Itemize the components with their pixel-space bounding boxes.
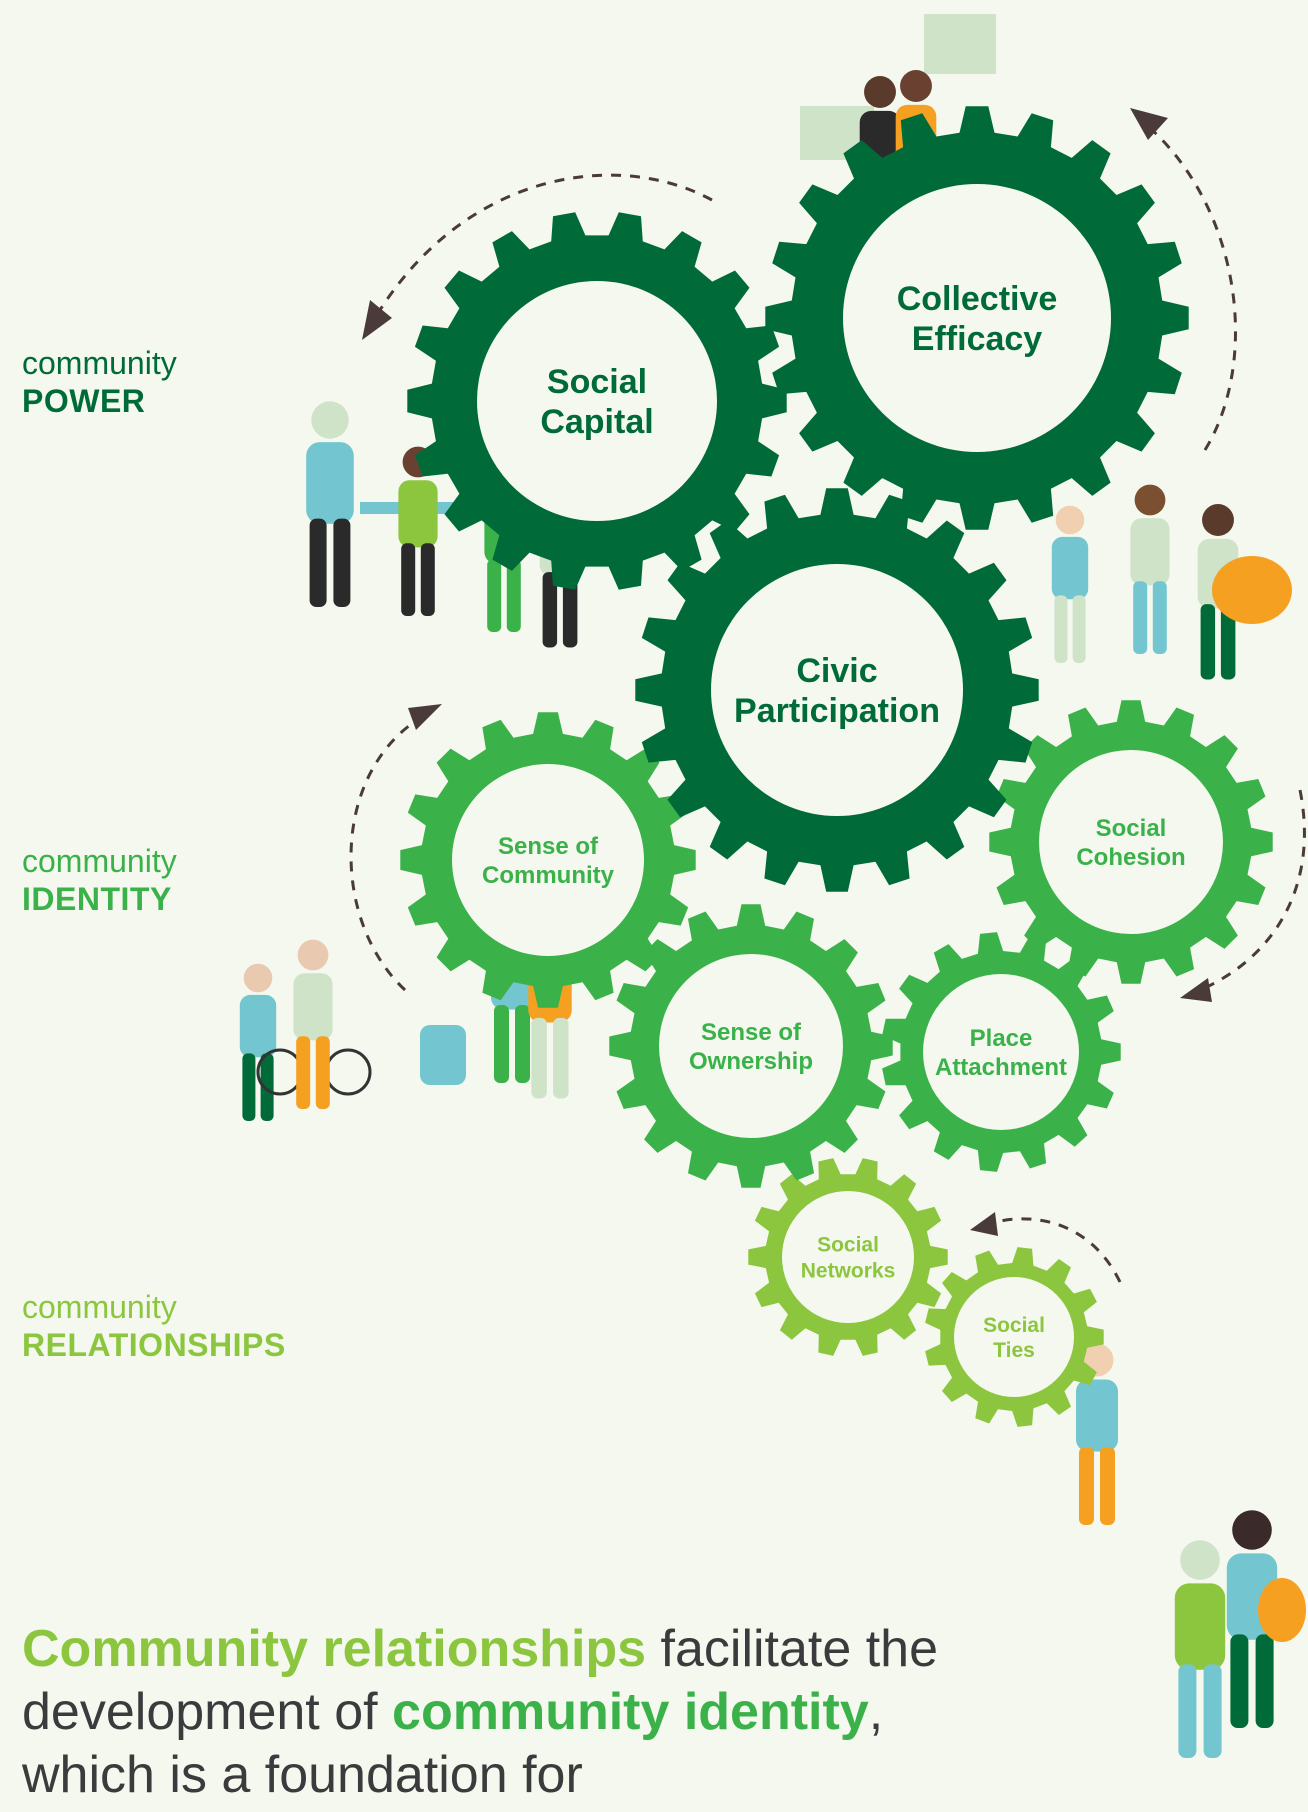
gear-civic-participation-hub xyxy=(711,564,963,816)
stroller xyxy=(420,1025,466,1085)
gear-social-networks-label-0: Social xyxy=(817,1233,879,1256)
gear-sense-of-ownership-label-1: Ownership xyxy=(689,1048,813,1075)
gear-place-attachment-hub xyxy=(923,974,1079,1130)
gear-social-cohesion-hub xyxy=(1039,750,1223,934)
caption-relationships: Community relationships xyxy=(22,1620,647,1678)
gear-sense-of-community-label-1: Community xyxy=(482,862,615,889)
arrow-power-right-head-icon xyxy=(1130,108,1168,140)
trash-bag xyxy=(1212,556,1292,624)
backpack xyxy=(1258,1578,1306,1642)
gear-civic-participation-label-1: Participation xyxy=(734,692,940,730)
person-couple-1 xyxy=(1174,1540,1226,1758)
arrow-relationships xyxy=(970,1212,1122,1283)
protest-sign-1 xyxy=(924,14,996,74)
person-wheelchair xyxy=(293,939,333,1109)
gear-social-cohesion-label-0: Social xyxy=(1096,815,1167,842)
gear-social-networks-hub xyxy=(782,1191,914,1323)
cycle-arrows xyxy=(349,108,1306,1283)
gears-layer: SocialTiesSocialNetworksPlaceAttachmentS… xyxy=(400,106,1273,1427)
gear-collective-efficacy-hub xyxy=(843,184,1111,452)
gear-social-ties-label-0: Social xyxy=(983,1314,1045,1337)
gear-social-ties-label-1: Ties xyxy=(993,1339,1035,1362)
gear-collective-efficacy-label-1: Efficacy xyxy=(912,320,1042,358)
arrow-identity-left-head-icon xyxy=(408,704,442,730)
level-relationships-big: RELATIONSHIPS xyxy=(22,1327,286,1364)
gear-civic-participation-label-0: Civic xyxy=(796,652,877,690)
arrow-power-right xyxy=(1130,108,1237,451)
caption-text: Community relationships facilitate the d… xyxy=(22,1618,1022,1807)
gear-sense-of-community-hub xyxy=(452,764,644,956)
wheelchair-wheel-icon xyxy=(324,1048,372,1096)
person-elder xyxy=(306,401,354,607)
arrow-relationships-head-icon xyxy=(970,1212,998,1236)
caption-connector-1: facilitate the development of xyxy=(22,1620,939,1741)
gear-social-capital-label-1: Capital xyxy=(540,403,653,441)
level-label-power: community POWER xyxy=(22,344,177,421)
gear-social-ties-hub xyxy=(954,1277,1074,1397)
gear-social-networks-label-1: Networks xyxy=(801,1259,896,1282)
gear-collective-efficacy-label-0: Collective xyxy=(897,280,1058,318)
caption-connector-2: , which is a foundation for xyxy=(22,1683,884,1804)
level-power-small: community xyxy=(22,345,177,381)
arrow-identity-right xyxy=(1180,789,1306,1002)
gear-social-capital-label-0: Social xyxy=(547,363,647,401)
level-power-big: POWER xyxy=(22,383,146,420)
gear-sense-of-community-label-0: Sense of xyxy=(498,833,599,860)
arrow-identity-right-head-icon xyxy=(1180,978,1212,1002)
person-child xyxy=(239,963,277,1121)
gear-sense-of-ownership-label-0: Sense of xyxy=(701,1019,802,1046)
level-relationships-small: community xyxy=(22,1289,177,1325)
arrow-power-left-head-icon xyxy=(362,300,392,340)
people-illustrations xyxy=(239,14,1306,1758)
gear-place-attachment-label-0: Place xyxy=(970,1025,1033,1052)
person-cleanup-2 xyxy=(1130,484,1170,654)
gear-place-attachment-label-1: Attachment xyxy=(935,1054,1067,1081)
level-identity-small: community xyxy=(22,843,177,879)
gear-social-capital-hub xyxy=(477,281,717,521)
caption-identity: community identity xyxy=(392,1683,869,1741)
arrow-identity-left xyxy=(349,704,442,992)
level-label-identity: community IDENTITY xyxy=(22,842,177,919)
arrow-power-left xyxy=(362,173,713,340)
person-cleanup-1 xyxy=(1051,505,1089,663)
gear-social-cohesion-label-1: Cohesion xyxy=(1076,844,1185,871)
level-identity-big: IDENTITY xyxy=(22,881,172,918)
level-label-relationships: community RELATIONSHIPS xyxy=(22,1288,286,1365)
person-waving xyxy=(1076,1343,1118,1525)
gear-sense-of-ownership-hub xyxy=(659,954,843,1138)
